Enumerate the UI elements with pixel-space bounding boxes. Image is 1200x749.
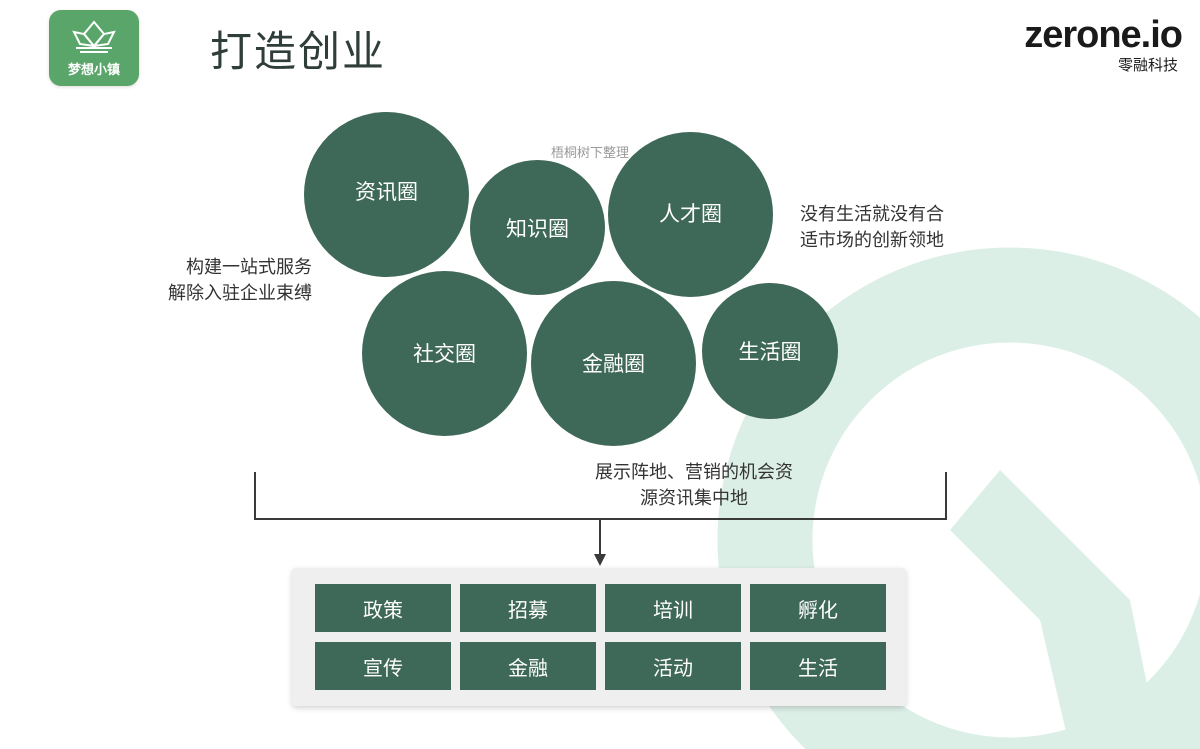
note-bottom: 展示阵地、营销的机会资 源资讯集中地	[595, 460, 793, 512]
grid-item: 生活	[750, 642, 886, 690]
grid-item-label: 金融	[508, 655, 548, 680]
circle-news: 资讯圈	[304, 112, 469, 277]
credit-text: 梧桐树下整理	[551, 146, 630, 161]
grid-item: 孵化	[750, 584, 886, 632]
circle-label: 社交圈	[413, 341, 476, 366]
note-left: 构建一站式服务 解除入驻企业束缚	[168, 255, 312, 307]
brand-name: zerone.io	[1024, 14, 1183, 56]
brand-logo: zerone.io 零融科技	[1002, 14, 1183, 75]
grid-item-label: 宣传	[363, 655, 403, 680]
circle-label: 知识圈	[506, 216, 569, 241]
note-line: 没有生活就没有合	[800, 204, 944, 225]
circle-talent: 人才圈	[608, 132, 773, 297]
circle-finance: 金融圈	[531, 281, 696, 446]
grid-item: 宣传	[315, 642, 451, 690]
circle-life: 生活圈	[702, 283, 838, 419]
grid-item: 培训	[605, 584, 741, 632]
note-line: 适市场的创新领地	[800, 230, 944, 251]
grid-item-label: 招募	[508, 597, 548, 622]
lotus-icon	[72, 20, 116, 53]
app-badge-logo: 梦想小镇	[49, 10, 139, 86]
grid-item: 活动	[605, 642, 741, 690]
note-right: 没有生活就没有合 适市场的创新领地	[800, 202, 944, 254]
circle-social: 社交圈	[362, 271, 527, 436]
circle-label: 资讯圈	[355, 179, 418, 204]
circle-label: 金融圈	[582, 351, 645, 376]
note-line: 解除入驻企业束缚	[168, 283, 312, 304]
circle-knowledge: 知识圈	[470, 160, 605, 295]
grid-item-label: 政策	[363, 597, 403, 622]
page-title: 打造创业	[210, 27, 387, 76]
grid-item: 招募	[460, 584, 596, 632]
grid-item-label: 培训	[653, 597, 693, 622]
grid-item-label: 孵化	[798, 597, 838, 622]
circle-label: 人才圈	[659, 201, 722, 226]
grid-item-label: 生活	[798, 655, 838, 680]
app-badge-text: 梦想小镇	[67, 63, 120, 78]
grid-item-label: 活动	[653, 655, 693, 680]
grid-item: 金融	[460, 642, 596, 690]
arrow-down-icon	[594, 554, 606, 566]
circle-label: 生活圈	[738, 340, 802, 364]
note-line: 源资讯集中地	[640, 488, 748, 509]
note-line: 展示阵地、营销的机会资	[595, 462, 793, 483]
note-line: 构建一站式服务	[186, 257, 312, 278]
brand-subtitle: 零融科技	[1117, 56, 1178, 74]
grid-item: 政策	[315, 584, 451, 632]
